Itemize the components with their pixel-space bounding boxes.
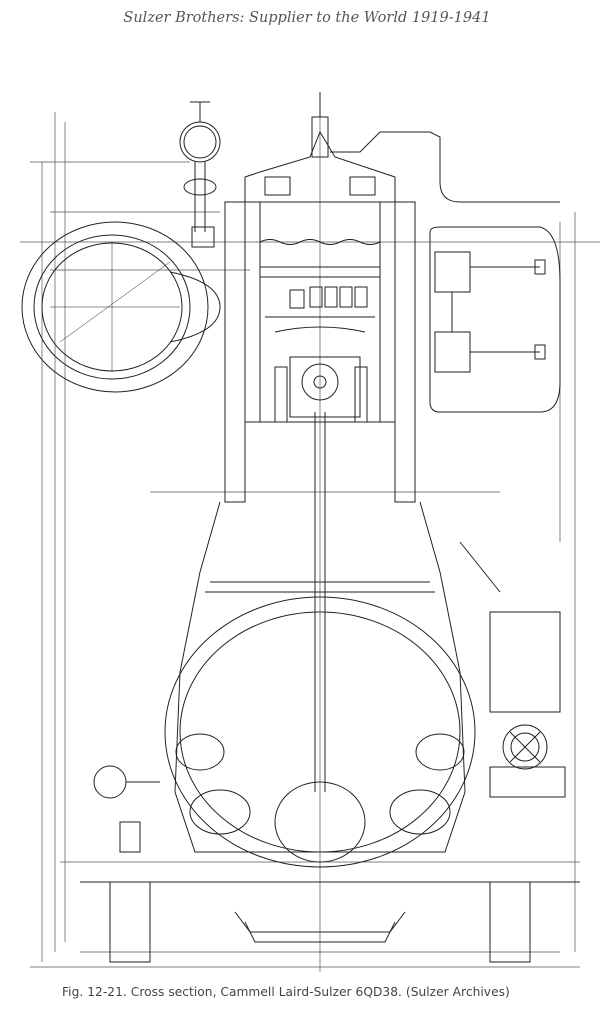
cylinder-liner: [225, 202, 415, 502]
exhaust-flange: [22, 222, 220, 392]
dimension-lines: [20, 92, 600, 972]
running-head: Sulzer Brothers: Supplier to the World 1…: [123, 10, 491, 26]
scavenge-cooler: [430, 227, 560, 412]
foundation: [80, 882, 580, 962]
figure-caption: Fig. 12-21. Cross section, Cammell Laird…: [62, 985, 510, 999]
cylinder-head: [245, 92, 560, 202]
crankcase: [165, 597, 475, 942]
piston-crosshead: [275, 357, 367, 792]
gauge-left: [94, 766, 160, 852]
engine-cross-section-drawing: [20, 92, 600, 972]
fuel-pump: [460, 542, 565, 797]
top-valve: [180, 102, 220, 247]
